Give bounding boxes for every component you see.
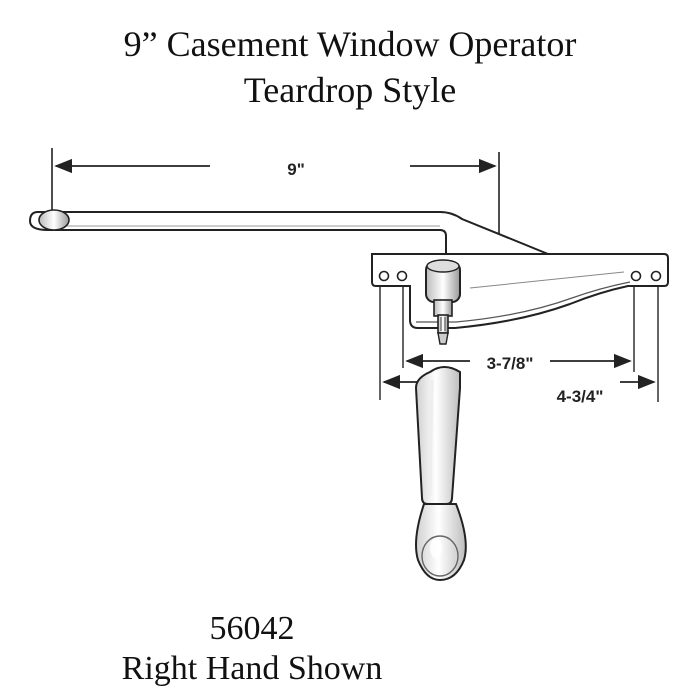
base-plate <box>371 253 669 329</box>
mounting-hole-4 <box>650 270 662 282</box>
operator-base <box>371 253 669 329</box>
dimension-outer-width: 4-3/4" <box>382 374 656 406</box>
mounting-hole-3 <box>630 270 642 282</box>
base-extension-lines <box>379 286 659 402</box>
spline-shaft <box>437 314 449 334</box>
dimension-label-3-7-8: 3-7/8" <box>487 354 534 373</box>
arm-bar <box>28 211 549 255</box>
arm-roller-stud <box>38 209 70 231</box>
handle-shank <box>414 366 461 505</box>
spline-collar <box>433 299 453 317</box>
caption-right-hand: Right Hand Shown <box>121 650 383 687</box>
title-line-1: 9” Casement Window Operator <box>123 24 577 64</box>
mounting-hole-1 <box>378 270 390 282</box>
dimension-label-9in: 9" <box>287 160 305 179</box>
teardrop-handle <box>414 366 467 582</box>
gear-housing <box>425 259 461 345</box>
dimension-label-4-3-4: 4-3/4" <box>557 387 604 406</box>
handle-teardrop-knob <box>415 503 467 582</box>
part-number: 56042 <box>209 610 295 647</box>
mounting-hole-2 <box>396 270 408 282</box>
operator-arm <box>28 209 549 255</box>
title-line-2: Teardrop Style <box>243 70 457 110</box>
dimension-inner-width: 3-7/8" <box>405 353 632 373</box>
